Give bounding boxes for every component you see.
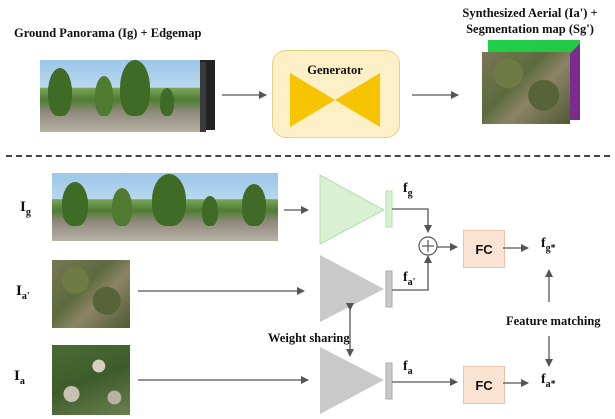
output-caption-line2: Segmentation map (Sg') <box>466 22 594 36</box>
encoder-synth-aerial <box>320 255 384 322</box>
generator-bowtie-left <box>290 73 335 127</box>
feature-matching-label: Feature matching <box>506 314 601 328</box>
feature-bar-synth-aerial <box>385 270 393 308</box>
ground-panorama-input-image <box>40 60 200 132</box>
encoder-ground <box>319 174 386 245</box>
input-caption: Ground Panorama (Ig) + Edgemap <box>14 26 202 40</box>
weight-sharing-label: Weight sharing <box>268 331 350 345</box>
ground-panorama-image <box>52 173 278 241</box>
feature-fg: fg <box>403 181 413 199</box>
label-ig: Ig <box>20 199 31 218</box>
generator-bowtie-right <box>335 73 380 127</box>
encoder-real-aerial <box>320 347 384 414</box>
feature-fa: fa <box>403 359 413 377</box>
arrow-fg-to-plus <box>392 208 432 233</box>
output-fg-star: fg* <box>541 236 556 254</box>
label-ia: Ia <box>14 368 25 387</box>
generator-label: Generator <box>307 63 363 77</box>
fc-bottom-block: FC <box>463 366 505 404</box>
synthesized-aerial-input-image <box>52 260 130 328</box>
synthesized-aerial-image <box>482 52 570 124</box>
fc-top-block: FC <box>463 230 505 268</box>
arrow-fa-prime-to-plus <box>392 255 432 291</box>
feature-bar-real-aerial <box>385 362 393 400</box>
feature-fa-prime: fa' <box>403 270 416 288</box>
output-caption-line1: Synthesized Aerial (Ia') + <box>462 6 598 20</box>
output-fa-star: fa* <box>541 372 556 390</box>
real-aerial-image <box>52 345 130 415</box>
label-ia-prime: Ia' <box>16 283 30 302</box>
feature-bar-ground <box>385 190 393 228</box>
section-divider <box>6 155 610 157</box>
